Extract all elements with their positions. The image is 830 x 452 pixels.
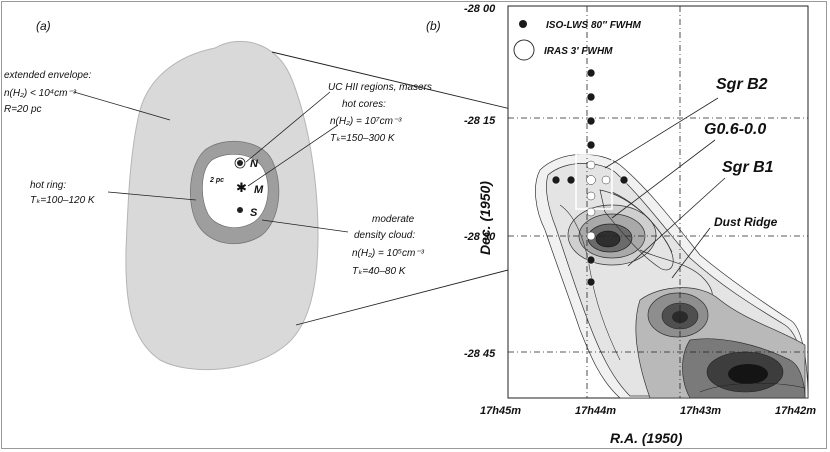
label-dust-ridge: Dust Ridge bbox=[714, 215, 778, 229]
label-sgr-b1: Sgr B1 bbox=[722, 159, 774, 176]
core-n-label: N bbox=[250, 158, 259, 170]
y-axis-label: Dec. (1950) bbox=[477, 181, 493, 255]
core-s-dot bbox=[237, 207, 243, 213]
svg-text:R=20 pc: R=20 pc bbox=[4, 104, 42, 115]
svg-text:UC HII regions, masers: UC HII regions, masers bbox=[328, 82, 432, 93]
svg-text:hot cores:: hot cores: bbox=[342, 99, 386, 110]
envelope-label: extended envelope: n(H₂) < 10⁴cm⁻³ R=20 … bbox=[4, 70, 92, 115]
svg-text:hot ring:: hot ring: bbox=[30, 180, 66, 191]
core-s-label: S bbox=[250, 207, 258, 219]
core-m-star: ✱ bbox=[236, 180, 247, 195]
x-axis-label: R.A. (1950) bbox=[610, 430, 683, 446]
coordinate-grid bbox=[508, 6, 808, 398]
y-tick-0: -28 00 bbox=[464, 3, 496, 15]
svg-text:density cloud:: density cloud: bbox=[354, 230, 415, 241]
label-sgr-b2: Sgr B2 bbox=[716, 76, 768, 93]
svg-text:extended envelope:: extended envelope: bbox=[4, 70, 92, 81]
svg-text:n(H₂) = 10⁵cm⁻³: n(H₂) = 10⁵cm⁻³ bbox=[352, 248, 425, 259]
panel-b-label: (b) bbox=[426, 19, 441, 33]
x-tick-2: 17h43m bbox=[680, 405, 721, 417]
svg-text:n(H₂) = 10⁷cm⁻³: n(H₂) = 10⁷cm⁻³ bbox=[330, 116, 402, 127]
svg-text:Tₖ=100–120 K: Tₖ=100–120 K bbox=[30, 195, 96, 206]
legend-iras-label: IRAS 3′ FWHM bbox=[544, 46, 613, 57]
panel-a-leaders bbox=[73, 91, 349, 233]
iso-pointings-bright bbox=[586, 160, 611, 241]
hot-ring-label: hot ring: Tₖ=100–120 K bbox=[30, 180, 96, 206]
svg-text:n(H₂) < 10⁴cm⁻³: n(H₂) < 10⁴cm⁻³ bbox=[4, 88, 77, 99]
contour-map bbox=[535, 154, 809, 399]
inner-region bbox=[202, 154, 269, 228]
legend-iras-marker bbox=[513, 39, 535, 61]
legend-iso-label: ISO-LWS 80″ FWHM bbox=[546, 20, 641, 31]
uc-hii-label: UC HII regions, masers bbox=[328, 82, 432, 93]
panel-a-label: (a) bbox=[36, 19, 51, 33]
svg-text:Tₖ=40–80 K: Tₖ=40–80 K bbox=[352, 266, 407, 277]
x-tick-0: 17h45m bbox=[480, 405, 521, 417]
x-tick-3: 17h42m bbox=[775, 405, 816, 417]
label-g06: G0.6-0.0 bbox=[704, 121, 766, 138]
svg-text:moderate: moderate bbox=[372, 214, 415, 225]
y-tick-2: -28 30 bbox=[464, 231, 496, 243]
scale-label: 2 pc bbox=[209, 177, 224, 184]
core-n-dot bbox=[237, 160, 243, 166]
iso-pointings bbox=[551, 68, 629, 287]
core-n-ring bbox=[234, 157, 246, 169]
legend-iso-marker bbox=[519, 20, 527, 28]
y-tick-3: -28 45 bbox=[464, 348, 496, 360]
moderate-density-label: moderate density cloud: n(H₂) = 10⁵cm⁻³ … bbox=[352, 214, 425, 277]
x-tick-1: 17h44m bbox=[575, 405, 616, 417]
core-m-label: M bbox=[254, 184, 264, 196]
y-tick-1: -28 15 bbox=[464, 115, 496, 127]
source-leaders bbox=[604, 97, 726, 279]
svg-text:Tₖ=150–300 K: Tₖ=150–300 K bbox=[330, 133, 396, 144]
hot-cores-label: hot cores: n(H₂) = 10⁷cm⁻³ Tₖ=150–300 K bbox=[330, 99, 402, 144]
